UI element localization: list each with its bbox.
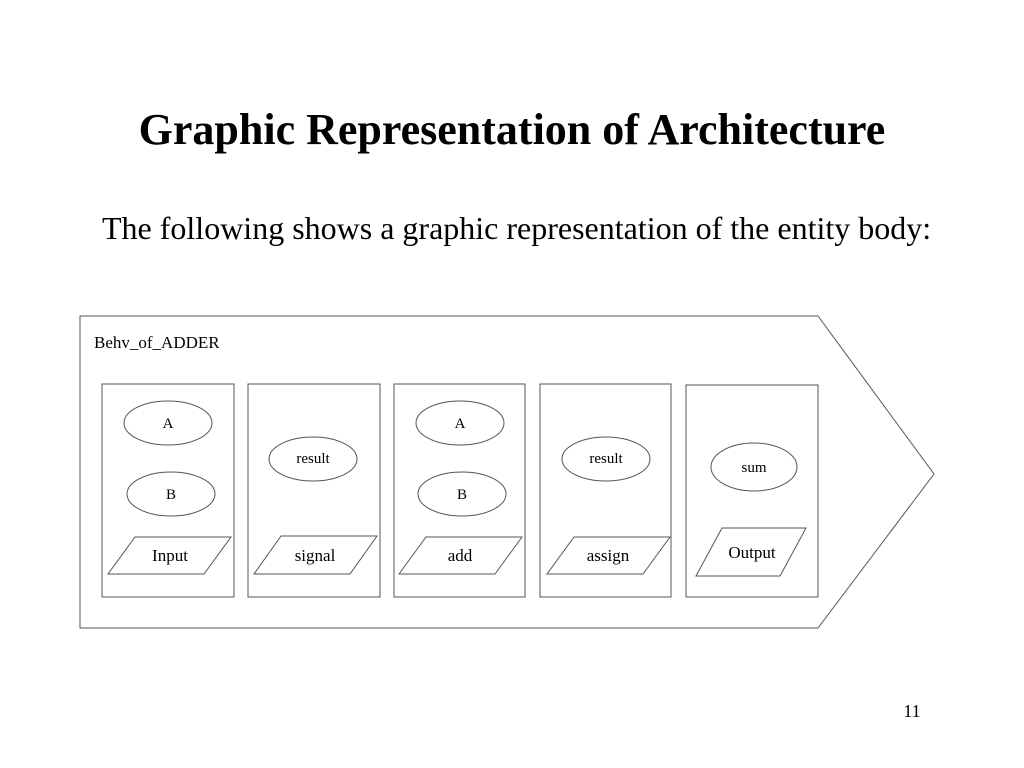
- signal-label: sum: [741, 460, 766, 476]
- block-add: A B add: [393, 383, 526, 598]
- kind-parallelogram: [107, 536, 232, 575]
- signal-ellipse: [710, 442, 798, 492]
- signal-ellipse: [561, 436, 651, 482]
- block-frame: [393, 383, 526, 598]
- signal-label: A: [455, 416, 466, 432]
- signal-ellipse: [415, 400, 505, 446]
- slide-title: Graphic Representation of Architecture: [138, 105, 886, 154]
- kind-parallelogram: [253, 535, 378, 575]
- kind-label: Input: [152, 546, 188, 565]
- kind-label: add: [448, 546, 473, 565]
- block-frame: [101, 383, 235, 598]
- kind-label: assign: [587, 546, 630, 565]
- kind-parallelogram: [695, 527, 807, 577]
- block-signal: result signal: [247, 383, 381, 598]
- signal-ellipse: [417, 471, 507, 517]
- kind-label: Output: [728, 543, 776, 562]
- block-frame: [539, 383, 672, 598]
- signal-label: A: [163, 416, 174, 432]
- block-assign: result assign: [539, 383, 672, 598]
- architecture-name: Behv_of_ADDER: [94, 333, 220, 352]
- signal-ellipse: [126, 471, 216, 517]
- kind-parallelogram: [546, 536, 671, 575]
- kind-label: signal: [295, 546, 336, 565]
- architecture-container: [79, 315, 935, 629]
- block-output: sum Output: [685, 384, 819, 598]
- signal-label: B: [166, 487, 176, 503]
- page-number: 11: [903, 701, 921, 721]
- block-input: A B Input: [101, 383, 235, 598]
- block-frame: [685, 384, 819, 598]
- signal-label: result: [589, 451, 623, 467]
- signal-ellipse: [268, 436, 358, 482]
- block-frame: [247, 383, 381, 598]
- signal-label: B: [457, 487, 467, 503]
- signal-ellipse: [123, 400, 213, 446]
- intro-text: The following shows a graphic representa…: [102, 210, 932, 246]
- signal-label: result: [296, 451, 330, 467]
- kind-parallelogram: [398, 536, 523, 575]
